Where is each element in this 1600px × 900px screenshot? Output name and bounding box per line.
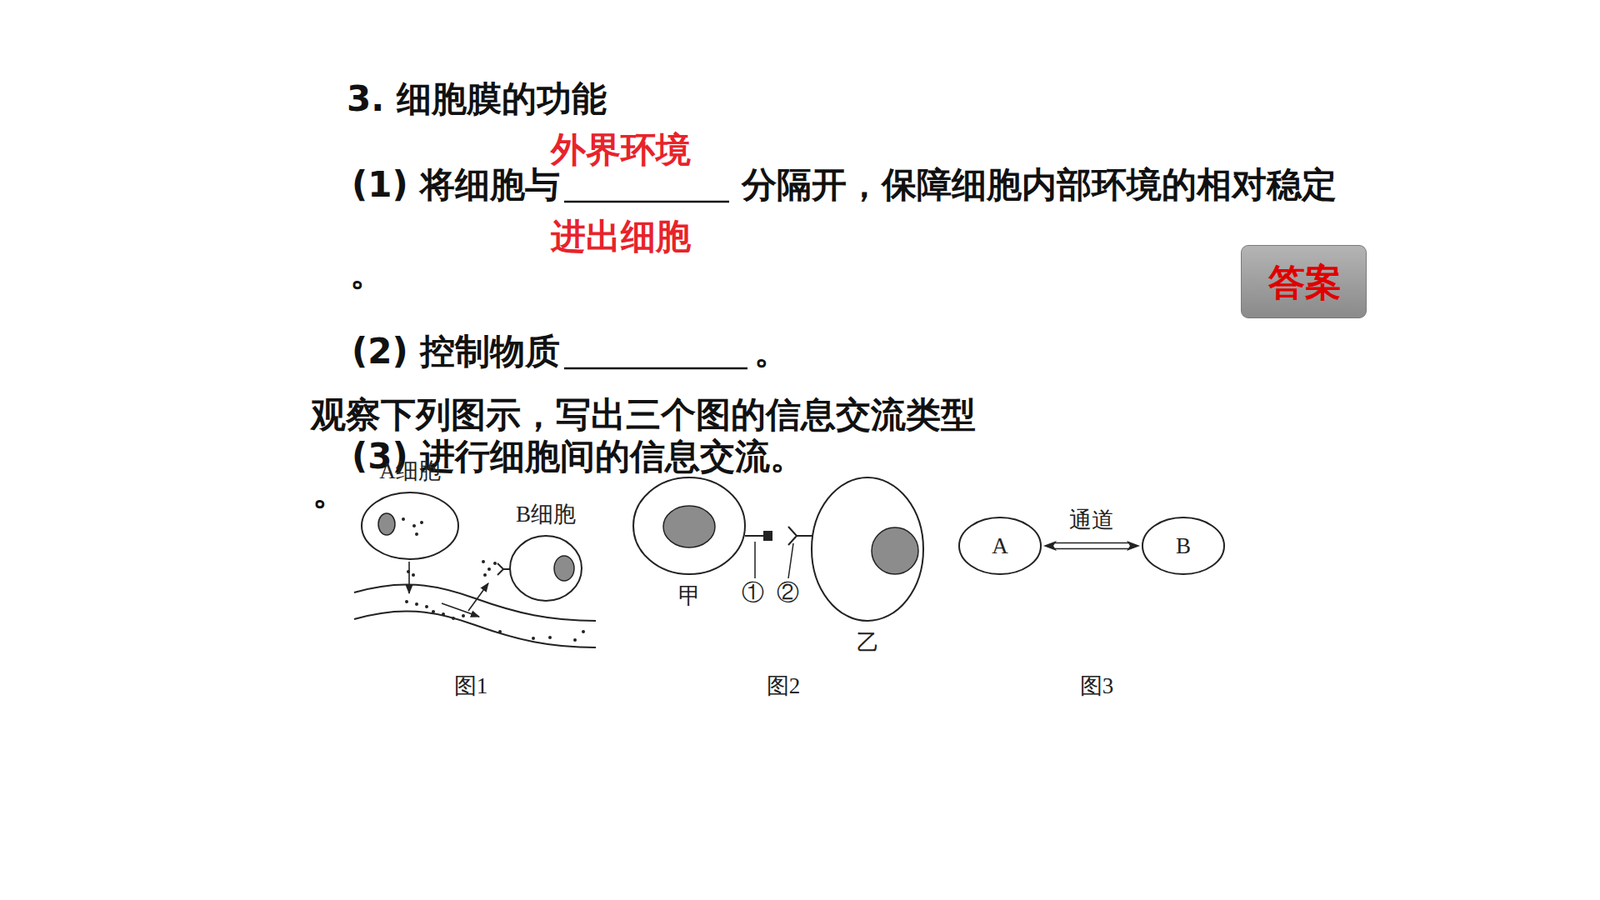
nucleus <box>378 513 395 535</box>
channel-connector <box>1043 540 1140 551</box>
answer-text: 进出细胞 <box>550 216 691 257</box>
arrowhead <box>1126 540 1140 551</box>
flow-arrow <box>468 583 489 611</box>
cell-membrane <box>510 535 582 601</box>
receptor <box>788 526 813 545</box>
button-label: 答案 <box>1268 258 1342 308</box>
cell: B细胞 <box>508 499 584 603</box>
vesicle <box>401 517 405 521</box>
vesicle <box>412 524 416 528</box>
cell-label: 甲 <box>678 580 701 611</box>
answer-button: 答案 <box>1240 245 1367 319</box>
cell-label: B细胞 <box>515 499 576 530</box>
nucleus <box>871 527 919 575</box>
answer-text: 外界环境 <box>550 130 691 170</box>
punctuation: 。 <box>312 472 348 513</box>
punctuation: 。 <box>754 331 790 372</box>
channel-line <box>1055 542 1129 545</box>
cell: 甲 <box>631 475 747 611</box>
heading: 3. 细胞膜的功能 <box>346 79 607 120</box>
answer-blank <box>564 367 748 370</box>
receptor <box>497 563 510 575</box>
vesicle <box>415 532 419 536</box>
cell-membrane <box>361 492 459 560</box>
figure-caption: 图1 <box>454 673 489 700</box>
cell-membrane <box>633 477 745 575</box>
signal-molecule-stalk <box>745 535 764 537</box>
cell-label: A <box>991 533 1009 560</box>
figure-caption: 图3 <box>1080 673 1115 700</box>
punctuation: 。 <box>350 253 385 294</box>
cell-label: B <box>1175 533 1191 560</box>
arrowhead <box>1043 540 1057 551</box>
cell-label: A细胞 <box>379 455 441 486</box>
question-text: (1) 将细胞与 <box>351 165 560 205</box>
cell-oval: B <box>1140 515 1226 576</box>
edge-label: 通道 <box>1066 507 1117 534</box>
cell: A细胞 <box>360 455 460 561</box>
flow-arrow <box>441 603 480 617</box>
question-text: (2) 控制物质 <box>351 331 560 372</box>
leader-line <box>754 541 756 579</box>
cell-membrane <box>1142 517 1225 575</box>
answer-blank <box>564 200 730 204</box>
cell-label: 乙 <box>856 627 880 658</box>
secretion-arrow <box>408 561 410 594</box>
nucleus <box>663 505 715 548</box>
leader-line <box>788 543 794 579</box>
channel-line <box>1055 548 1129 550</box>
cell: 乙 <box>810 475 925 658</box>
callout-number: ① <box>741 580 765 606</box>
cell-membrane <box>959 517 1041 575</box>
vesicle <box>420 520 424 525</box>
nucleus <box>554 555 575 581</box>
callout-number: ② <box>776 580 800 606</box>
cell-membrane <box>811 477 924 621</box>
figure-caption: 图2 <box>766 673 801 700</box>
blood-vessel <box>354 610 596 648</box>
signal-molecule <box>763 530 773 541</box>
cell-oval: A <box>957 515 1043 576</box>
instruction-text: 观察下列图示，写出三个图的信息交流类型 <box>310 395 976 435</box>
question-text: 分隔开，保障细胞内部环境的相对稳定 <box>741 165 1337 205</box>
